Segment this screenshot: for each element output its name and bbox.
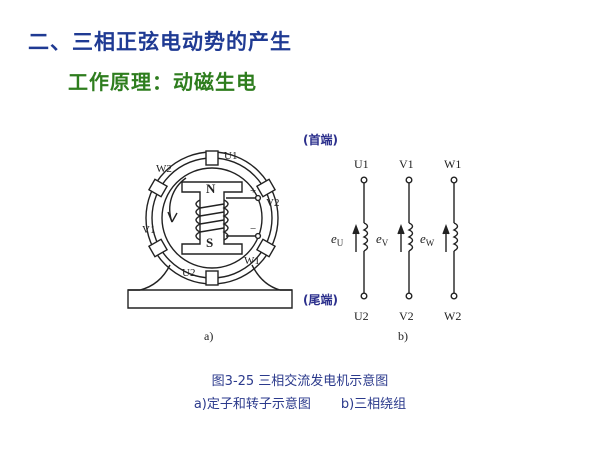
label-v1: V1 [142, 224, 155, 236]
label-v2: V2 [266, 197, 279, 209]
terminal-v2 [405, 292, 413, 300]
slot-w1 [255, 238, 277, 258]
terminal-w2 [450, 292, 458, 300]
terminal-label-w2: W2 [444, 309, 461, 323]
slot-w2 [147, 178, 169, 198]
label-u1: U1 [224, 150, 237, 162]
lead-terminal-bottom [254, 232, 262, 240]
terminal-u2 [360, 292, 368, 300]
figure-caption: 图3-25 三相交流发电机示意图 [211, 374, 389, 389]
winding-w [442, 176, 459, 300]
emf-label-u: eU [331, 231, 344, 248]
lead-terminal-top [254, 194, 262, 202]
slide-subtitle: 工作原理：动磁生电 [68, 70, 257, 94]
slot-v2 [255, 178, 277, 198]
rotor-core [181, 181, 243, 255]
figure-b: (首端) (尾端) U1 V1 W1 U2 V2 W2 [303, 132, 461, 343]
lead-minus-sign: − [250, 223, 256, 235]
figure-a-labels: U1 U2 V1 V2 W1 W2 N S a) [142, 150, 279, 343]
rotation-arc [169, 177, 187, 223]
figure-a-caption: a) [204, 329, 213, 343]
sub-captions: a)定子和转子示意图 b)三相绕组 [0, 393, 600, 412]
terminal-label-u2: U2 [354, 309, 369, 323]
rotor-winding [195, 199, 229, 241]
generator-base [127, 264, 293, 309]
tail-end-label: (尾端) [303, 292, 338, 307]
sub-caption-b: b)三相绕组 [340, 397, 407, 412]
terminal-label-v2: V2 [399, 309, 414, 323]
stator-bore [161, 167, 263, 269]
label-w2: W2 [156, 163, 172, 175]
winding-u [352, 176, 369, 300]
pole-north-label: N [206, 181, 216, 196]
terminal-label-w1: W1 [444, 157, 461, 171]
label-u2: U2 [182, 267, 195, 279]
terminal-w1 [450, 176, 458, 184]
slot-v1 [147, 238, 169, 258]
rotation-arrowhead [167, 211, 178, 223]
label-w1: W1 [244, 255, 260, 267]
sub-caption-a: a)定子和转子示意图 [193, 397, 311, 412]
terminal-label-u1: U1 [354, 157, 369, 171]
terminal-u1 [360, 176, 368, 184]
slot-u2 [205, 270, 219, 286]
head-end-label: (首端) [303, 132, 338, 147]
slide-title: 二、三相正弦电动势的产生 [28, 30, 292, 54]
terminal-v1 [405, 176, 413, 184]
emf-label-v: eV [376, 231, 389, 248]
slot-u1 [205, 150, 219, 166]
figure-b-caption: b) [398, 329, 408, 343]
emf-label-w: eW [420, 231, 435, 248]
figure-a: + − [127, 150, 293, 309]
lead-plus-sign: + [250, 185, 256, 197]
stator-slots [147, 150, 277, 286]
winding-v [397, 176, 414, 300]
terminal-label-v1: V1 [399, 157, 414, 171]
pole-south-label: S [206, 235, 213, 250]
